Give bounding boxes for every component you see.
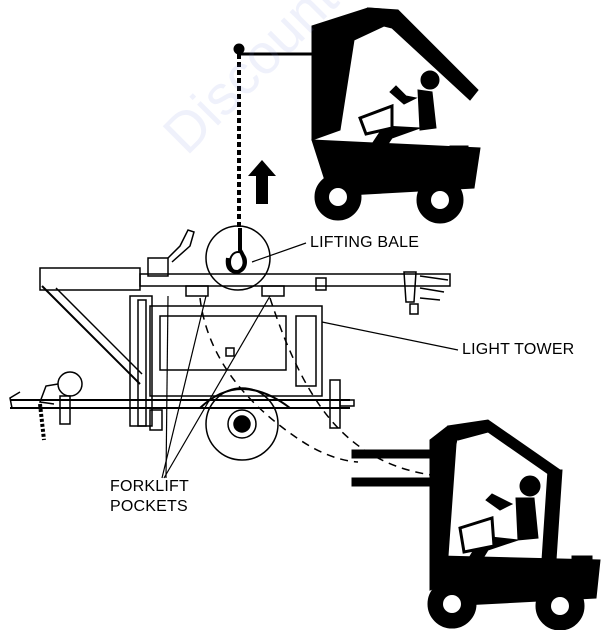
driver-head-bottom <box>519 475 541 497</box>
driver-body-bottom <box>515 497 539 541</box>
light-tower-label: LIGHT TOWER <box>462 341 575 358</box>
seat <box>358 103 394 136</box>
counterweight <box>449 145 469 163</box>
detail-circle <box>205 225 271 291</box>
leader-lifting-bale <box>251 242 307 263</box>
driver-arm <box>389 85 418 105</box>
counterweight-bottom <box>571 555 593 575</box>
lifting-bale-label: LIFTING BALE <box>310 234 420 251</box>
cab-roof-bottom <box>447 419 561 479</box>
leader-light-tower <box>321 321 459 351</box>
forklift-pockets-line1: FORKLIFT <box>110 478 189 495</box>
cab-roof <box>366 7 479 101</box>
bottom-forklift <box>351 419 601 631</box>
cab-pillar <box>541 469 563 561</box>
driver-arm-bottom <box>485 493 514 511</box>
driver-body <box>417 89 437 131</box>
light-tower-trailer <box>9 229 451 461</box>
driver-head <box>420 70 440 90</box>
forklift-pockets-label: FORKLIFT POCKETS <box>110 477 189 517</box>
fork-path-dashes <box>199 297 441 477</box>
bale-ring <box>229 251 247 273</box>
leader-forklift-pockets <box>161 295 271 479</box>
seat-bottom <box>458 516 496 554</box>
up-arrow-icon <box>248 160 276 204</box>
top-forklift <box>233 7 481 224</box>
forklift-pockets-line2: POCKETS <box>110 498 188 515</box>
